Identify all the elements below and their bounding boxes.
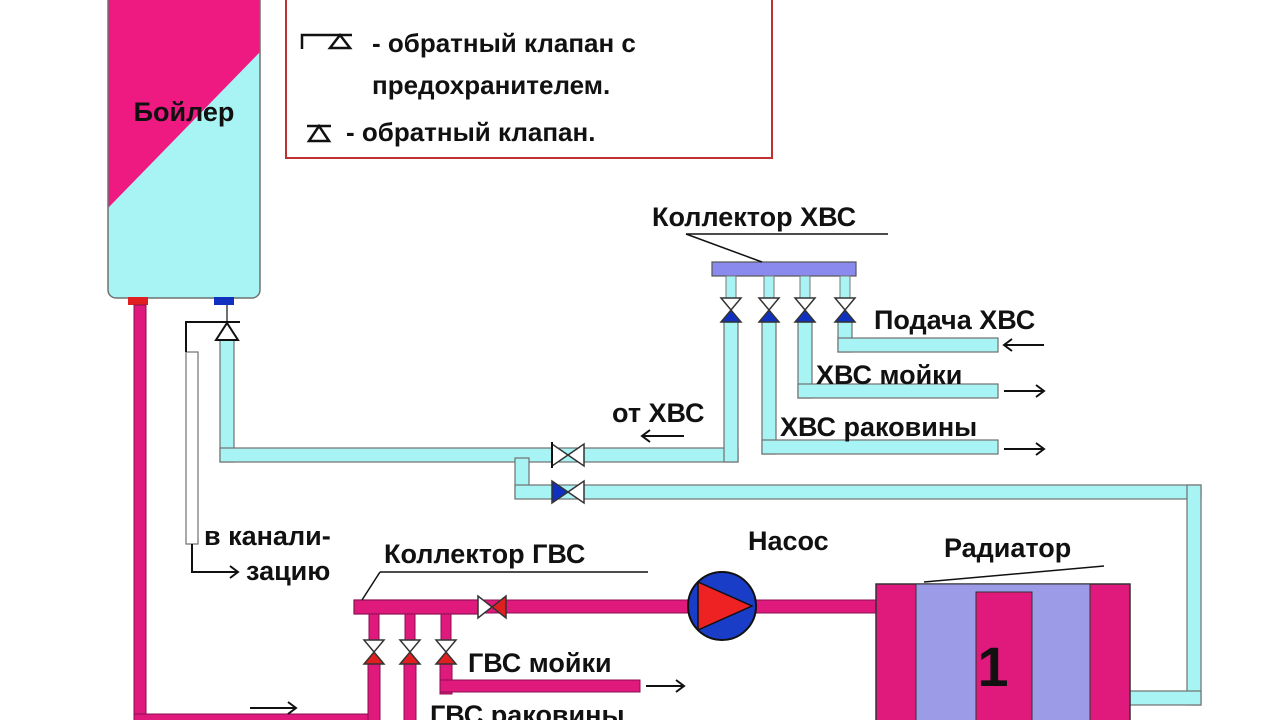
- hot-valve-3: [434, 613, 458, 665]
- legend-safety-valve-line2: предохранителем.: [372, 70, 610, 100]
- cold-manifold-label: Коллектор ХВС: [652, 202, 856, 232]
- cold-return-pipe: [219, 447, 739, 463]
- pump: Насос: [687, 526, 829, 641]
- cold-outlet-1: [723, 321, 739, 463]
- cold-right-riser: [1186, 484, 1202, 706]
- cold-to-radiator: [1129, 690, 1202, 706]
- cold-valve-1: [719, 275, 743, 323]
- hot-manifold-valves: [362, 613, 458, 665]
- legend-check-valve: - обратный клапан.: [346, 117, 595, 147]
- check-valve-symbol: [306, 123, 332, 143]
- drain-label-line2: зацию: [246, 556, 330, 586]
- cold-supply-arrow: [1002, 338, 1044, 352]
- hot-sink-arrow: [646, 679, 686, 693]
- cold-valve-2: [757, 275, 781, 323]
- drain-label-line1: в канали-: [204, 521, 331, 551]
- cold-supply-pipe: [837, 337, 999, 353]
- radiator: 1 Радиатор: [875, 533, 1131, 725]
- from-cold-arrow: [640, 429, 684, 443]
- legend-frame: [285, 0, 773, 159]
- cold-water-pipes: [185, 321, 1202, 706]
- boiler-safety-valve: [214, 305, 240, 341]
- hot-manifold-label: Коллектор ГВС: [384, 539, 585, 569]
- cold-return-check-valve: [551, 442, 585, 468]
- boiler-outline: [107, 0, 261, 299]
- hot-manifold: Коллектор ГВС: [353, 539, 648, 615]
- cold-manifold: Коллектор ХВС: [652, 202, 888, 277]
- pump-arrow: [697, 580, 754, 632]
- check-valve-with-safety-symbol: [300, 32, 353, 50]
- hot-bottom-arrow: [250, 701, 298, 715]
- hot-return-check-valve: [477, 594, 507, 620]
- boiler-label: Бойлер: [134, 97, 235, 127]
- hot-outlet-1: [367, 663, 381, 725]
- cold-basin-arrow: [1004, 442, 1046, 456]
- pump-label: Насос: [748, 526, 829, 556]
- hot-return-pipe: [475, 599, 689, 614]
- hot-outlet-2: [403, 663, 417, 725]
- hot-valve-2: [398, 613, 422, 665]
- legend-box: - обратный клапан с предохранителем. - о…: [285, 0, 773, 159]
- radiator-number: 1: [977, 635, 1008, 698]
- drain-lines: [185, 321, 240, 579]
- cold-outlet-2: [761, 321, 777, 455]
- hot-pump-to-radiator: [755, 599, 881, 614]
- cold-manifold-valves: [719, 275, 857, 323]
- from-cold-label: от ХВС: [612, 398, 705, 428]
- boiler: Бойлер: [107, 0, 261, 305]
- cold-sink-arrow: [1004, 384, 1046, 398]
- hot-basin-label: ГВС раковины: [430, 700, 625, 720]
- cold-basin-label: ХВС раковины: [780, 412, 977, 442]
- boiler-hot-pipe: [133, 304, 147, 725]
- boiler-hot-outlet: [128, 297, 148, 305]
- cold-feed-to-radiator: [514, 484, 1202, 500]
- cold-basin-pipe: [761, 439, 999, 455]
- hot-bottom-pipe: [133, 713, 375, 725]
- cold-feed-check-valve: [551, 479, 585, 505]
- cold-valve-4: [833, 275, 857, 323]
- hot-valve-1: [362, 613, 386, 665]
- hot-sink-pipe: [439, 679, 641, 693]
- drain-pipe: [185, 351, 199, 545]
- boiler-hot-zone: [108, 0, 260, 208]
- boiler-cold-riser: [219, 337, 235, 463]
- cold-sink-label: ХВС мойки: [816, 360, 962, 390]
- radiator-label: Радиатор: [944, 533, 1071, 563]
- hot-sink-label: ГВС мойки: [468, 648, 612, 678]
- legend-safety-valve-line1: - обратный клапан с: [372, 28, 636, 58]
- cold-supply-label: Подача ХВС: [874, 305, 1035, 335]
- cold-valve-3: [793, 275, 817, 323]
- boiler-cold-inlet: [214, 297, 234, 305]
- cold-sink-pipe: [797, 383, 999, 399]
